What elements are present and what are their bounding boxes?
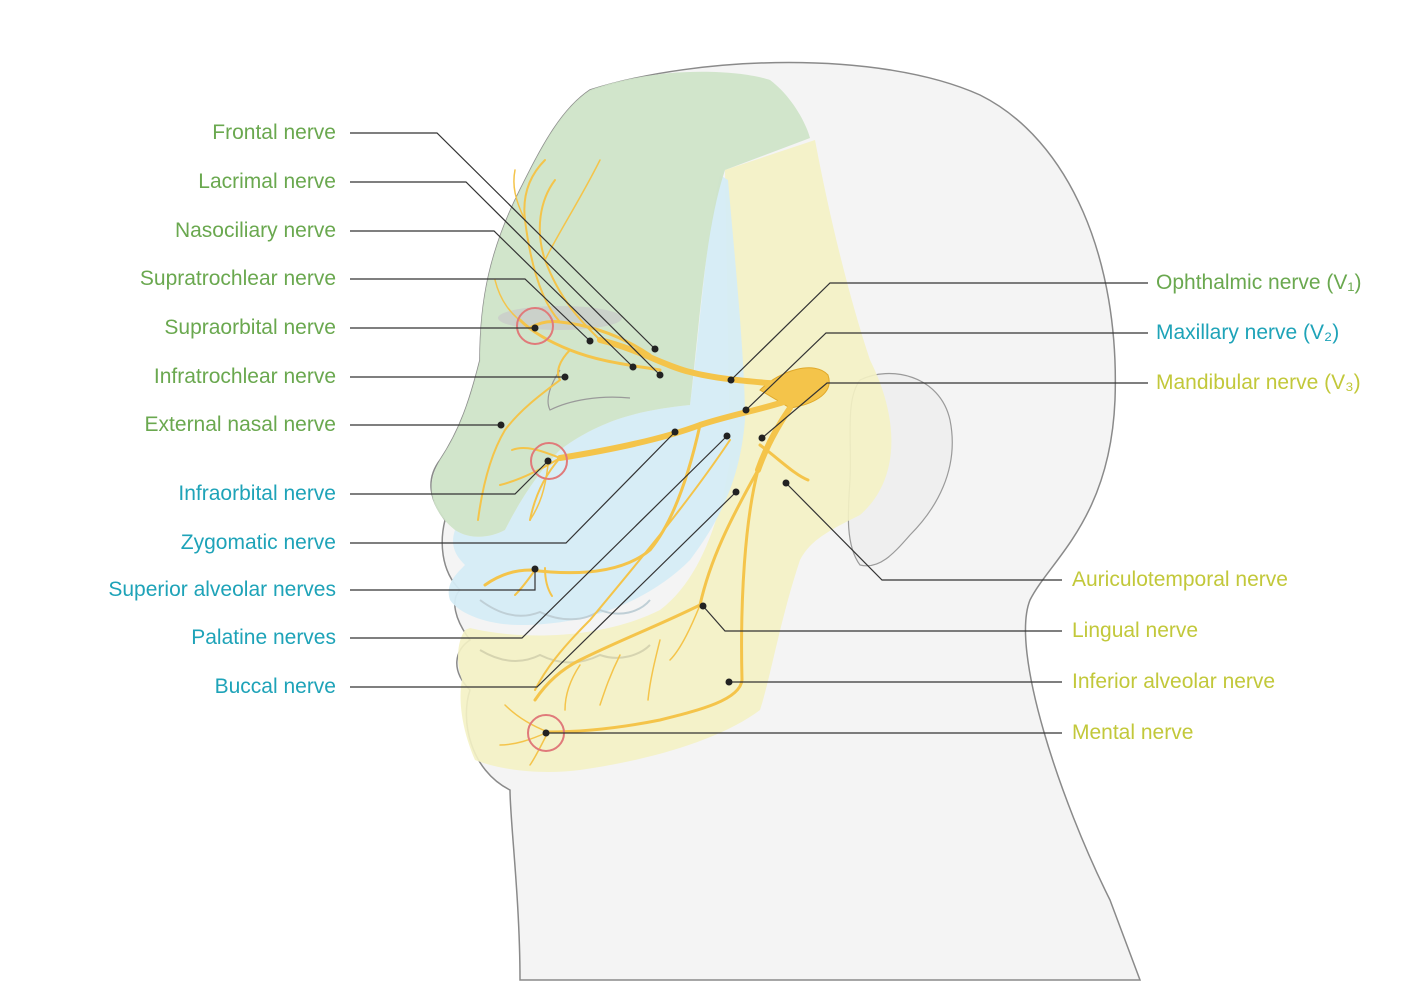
supraorbital-foramen-ring [516, 307, 554, 345]
label-nasociliary-nerve: Nasociliary nerve [174, 219, 336, 242]
leader-superior-alveolar [350, 569, 536, 591]
label-external-nasal-nerve: External nasal nerve [144, 413, 336, 436]
label-ophthalmic-nerve: Ophthalmic nerve (V₁) [1156, 271, 1362, 294]
label-lingual-nerve: Lingual nerve [1072, 619, 1199, 642]
eye-socket [498, 306, 622, 330]
leader-buccal [350, 491, 737, 688]
v3-trunk [755, 405, 793, 473]
label-infratrochlear-nerve: Infratrochlear nerve [153, 365, 336, 388]
v1-trunk [597, 337, 793, 388]
nasal-bone-outline [547, 369, 631, 411]
label-mandibular-nerve: Mandibular nerve (V₃) [1156, 371, 1361, 394]
region-ophthalmic [431, 71, 810, 537]
label-zygomatic-nerve: Zygomatic nerve [180, 531, 336, 554]
label-buccal-nerve: Buccal nerve [214, 675, 336, 698]
nerve-tree [477, 159, 830, 766]
lower-teeth [479, 644, 651, 664]
leader-palatine [350, 435, 728, 639]
region-mandibular [458, 140, 892, 772]
leader-frontal [350, 132, 656, 350]
leader-nasociliary [350, 230, 634, 368]
label-supraorbital-nerve: Supraorbital nerve [164, 316, 336, 339]
label-superior-alveolar-nerves: Superior alveolar nerves [108, 578, 336, 601]
label-inferior-alveolar-nerve: Inferior alveolar nerve [1072, 670, 1276, 693]
label-mental-nerve: Mental nerve [1072, 721, 1194, 744]
region-maxillary [448, 175, 745, 625]
label-infraorbital-nerve: Infraorbital nerve [178, 482, 336, 505]
label-palatine-nerves: Palatine nerves [191, 626, 336, 649]
leader-zygomatic [350, 431, 676, 544]
trigeminal-ganglion [759, 367, 830, 409]
upper-teeth [479, 599, 651, 621]
leader-endpoints [497, 324, 790, 737]
label-supratrochlear-nerve: Supratrochlear nerve [139, 267, 336, 290]
v2-trunk [557, 397, 793, 461]
leader-auriculotemporal [785, 482, 1062, 581]
leader-maxillary [745, 332, 1148, 411]
label-lacrimal-nerve: Lacrimal nerve [198, 170, 336, 193]
leader-lacrimal [350, 181, 661, 376]
label-maxillary-nerve: Maxillary nerve (V₂) [1156, 321, 1340, 344]
leader-lingual [702, 605, 1062, 632]
label-frontal-nerve: Frontal nerve [212, 121, 336, 144]
leader-mandibular [761, 382, 1148, 439]
leader-lines [350, 132, 1148, 734]
leader-supratrochlear [350, 278, 591, 342]
label-auriculotemporal-nerve: Auriculotemporal nerve [1072, 568, 1288, 591]
leader-ophthalmic [730, 282, 1148, 381]
infraorbital-foramen-ring [530, 442, 568, 480]
leader-infraorbital [350, 460, 549, 495]
